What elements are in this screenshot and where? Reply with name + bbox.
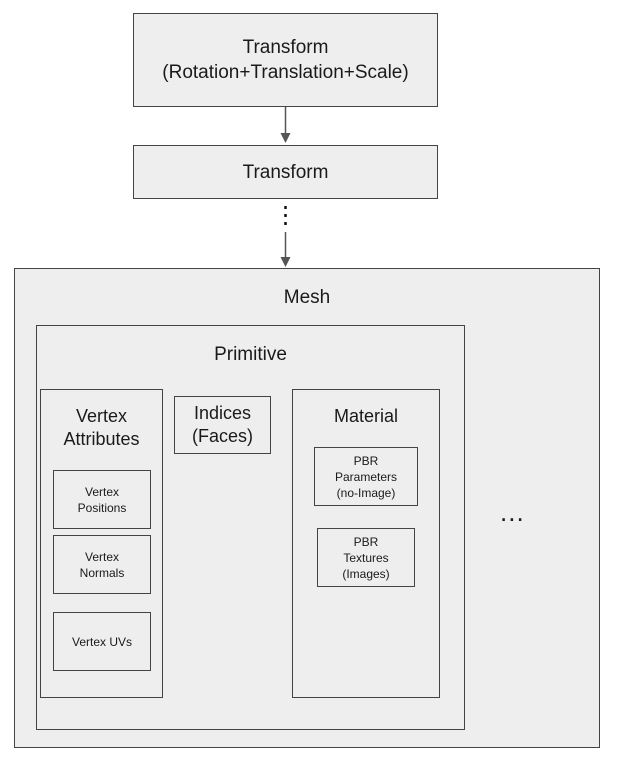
pbr-textures-line1: PBR xyxy=(353,534,379,549)
vertex-uvs-node: Vertex UVs xyxy=(53,612,151,671)
vertex-attributes-label-line1: Vertex xyxy=(75,406,128,426)
indices-line2: (Faces) xyxy=(191,426,253,446)
transform-top-title: Transform xyxy=(242,37,329,58)
more-primitives-ellipsis: ... xyxy=(500,497,525,527)
primitive-label: Primitive xyxy=(214,344,287,365)
pbr-textures-line3: (Images) xyxy=(342,566,390,581)
vertex-attributes-label-line2: Attributes xyxy=(63,429,140,449)
mesh-label: Mesh xyxy=(283,287,331,308)
transform-child-title: Transform xyxy=(242,161,329,183)
vertex-positions-line1: Vertex xyxy=(84,484,120,499)
transform-node-top: Transform (Rotation+Translation+Scale) xyxy=(133,13,438,107)
pbr-parameters-line3: (no-Image) xyxy=(336,485,396,500)
vertex-normals-line1: Vertex xyxy=(84,549,120,564)
vertex-normals-line2: Normals xyxy=(79,565,125,580)
material-label: Material xyxy=(333,406,399,426)
indices-line1: Indices xyxy=(193,403,252,423)
pbr-textures-line2: Textures xyxy=(343,550,389,565)
vertex-uvs-label: Vertex UVs xyxy=(71,634,133,649)
pbr-parameters-node: PBR Parameters (no-Image) xyxy=(314,447,418,506)
transform-node-child: Transform xyxy=(133,145,438,199)
indices-node: Indices (Faces) xyxy=(174,396,271,454)
pbr-textures-node: PBR Textures (Images) xyxy=(317,528,415,587)
vertex-positions-line2: Positions xyxy=(77,500,127,515)
pbr-parameters-line2: Parameters xyxy=(334,469,398,484)
transform-top-subtitle: (Rotation+Translation+Scale) xyxy=(162,62,409,83)
vertex-normals-node: Vertex Normals xyxy=(53,535,151,594)
vertex-positions-node: Vertex Positions xyxy=(53,470,151,529)
pbr-parameters-line1: PBR xyxy=(353,453,379,468)
